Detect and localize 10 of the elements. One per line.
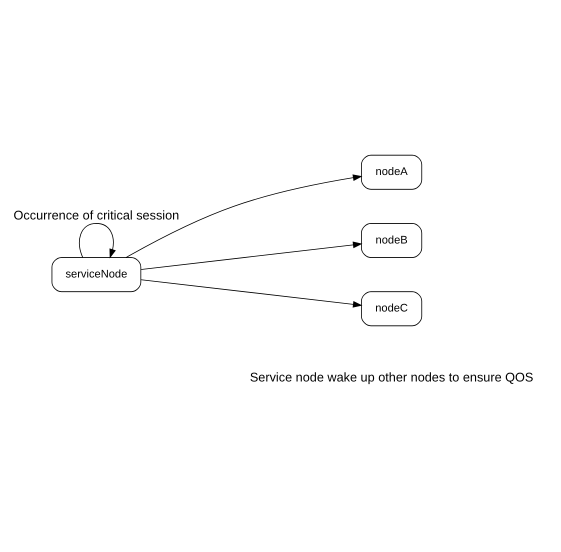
arrow [126, 174, 362, 258]
node-box: nodeA [361, 154, 422, 190]
node-box: nodeC [361, 291, 422, 326]
node-box: nodeB [361, 223, 422, 258]
edge-label: Occurrence of critical session [14, 208, 180, 222]
arrow [140, 279, 362, 308]
arrow [79, 223, 116, 258]
label: Service node wake up other nodes to ensure QOS [250, 370, 534, 385]
arrow [140, 242, 362, 270]
node-box: serviceNode [52, 257, 142, 292]
